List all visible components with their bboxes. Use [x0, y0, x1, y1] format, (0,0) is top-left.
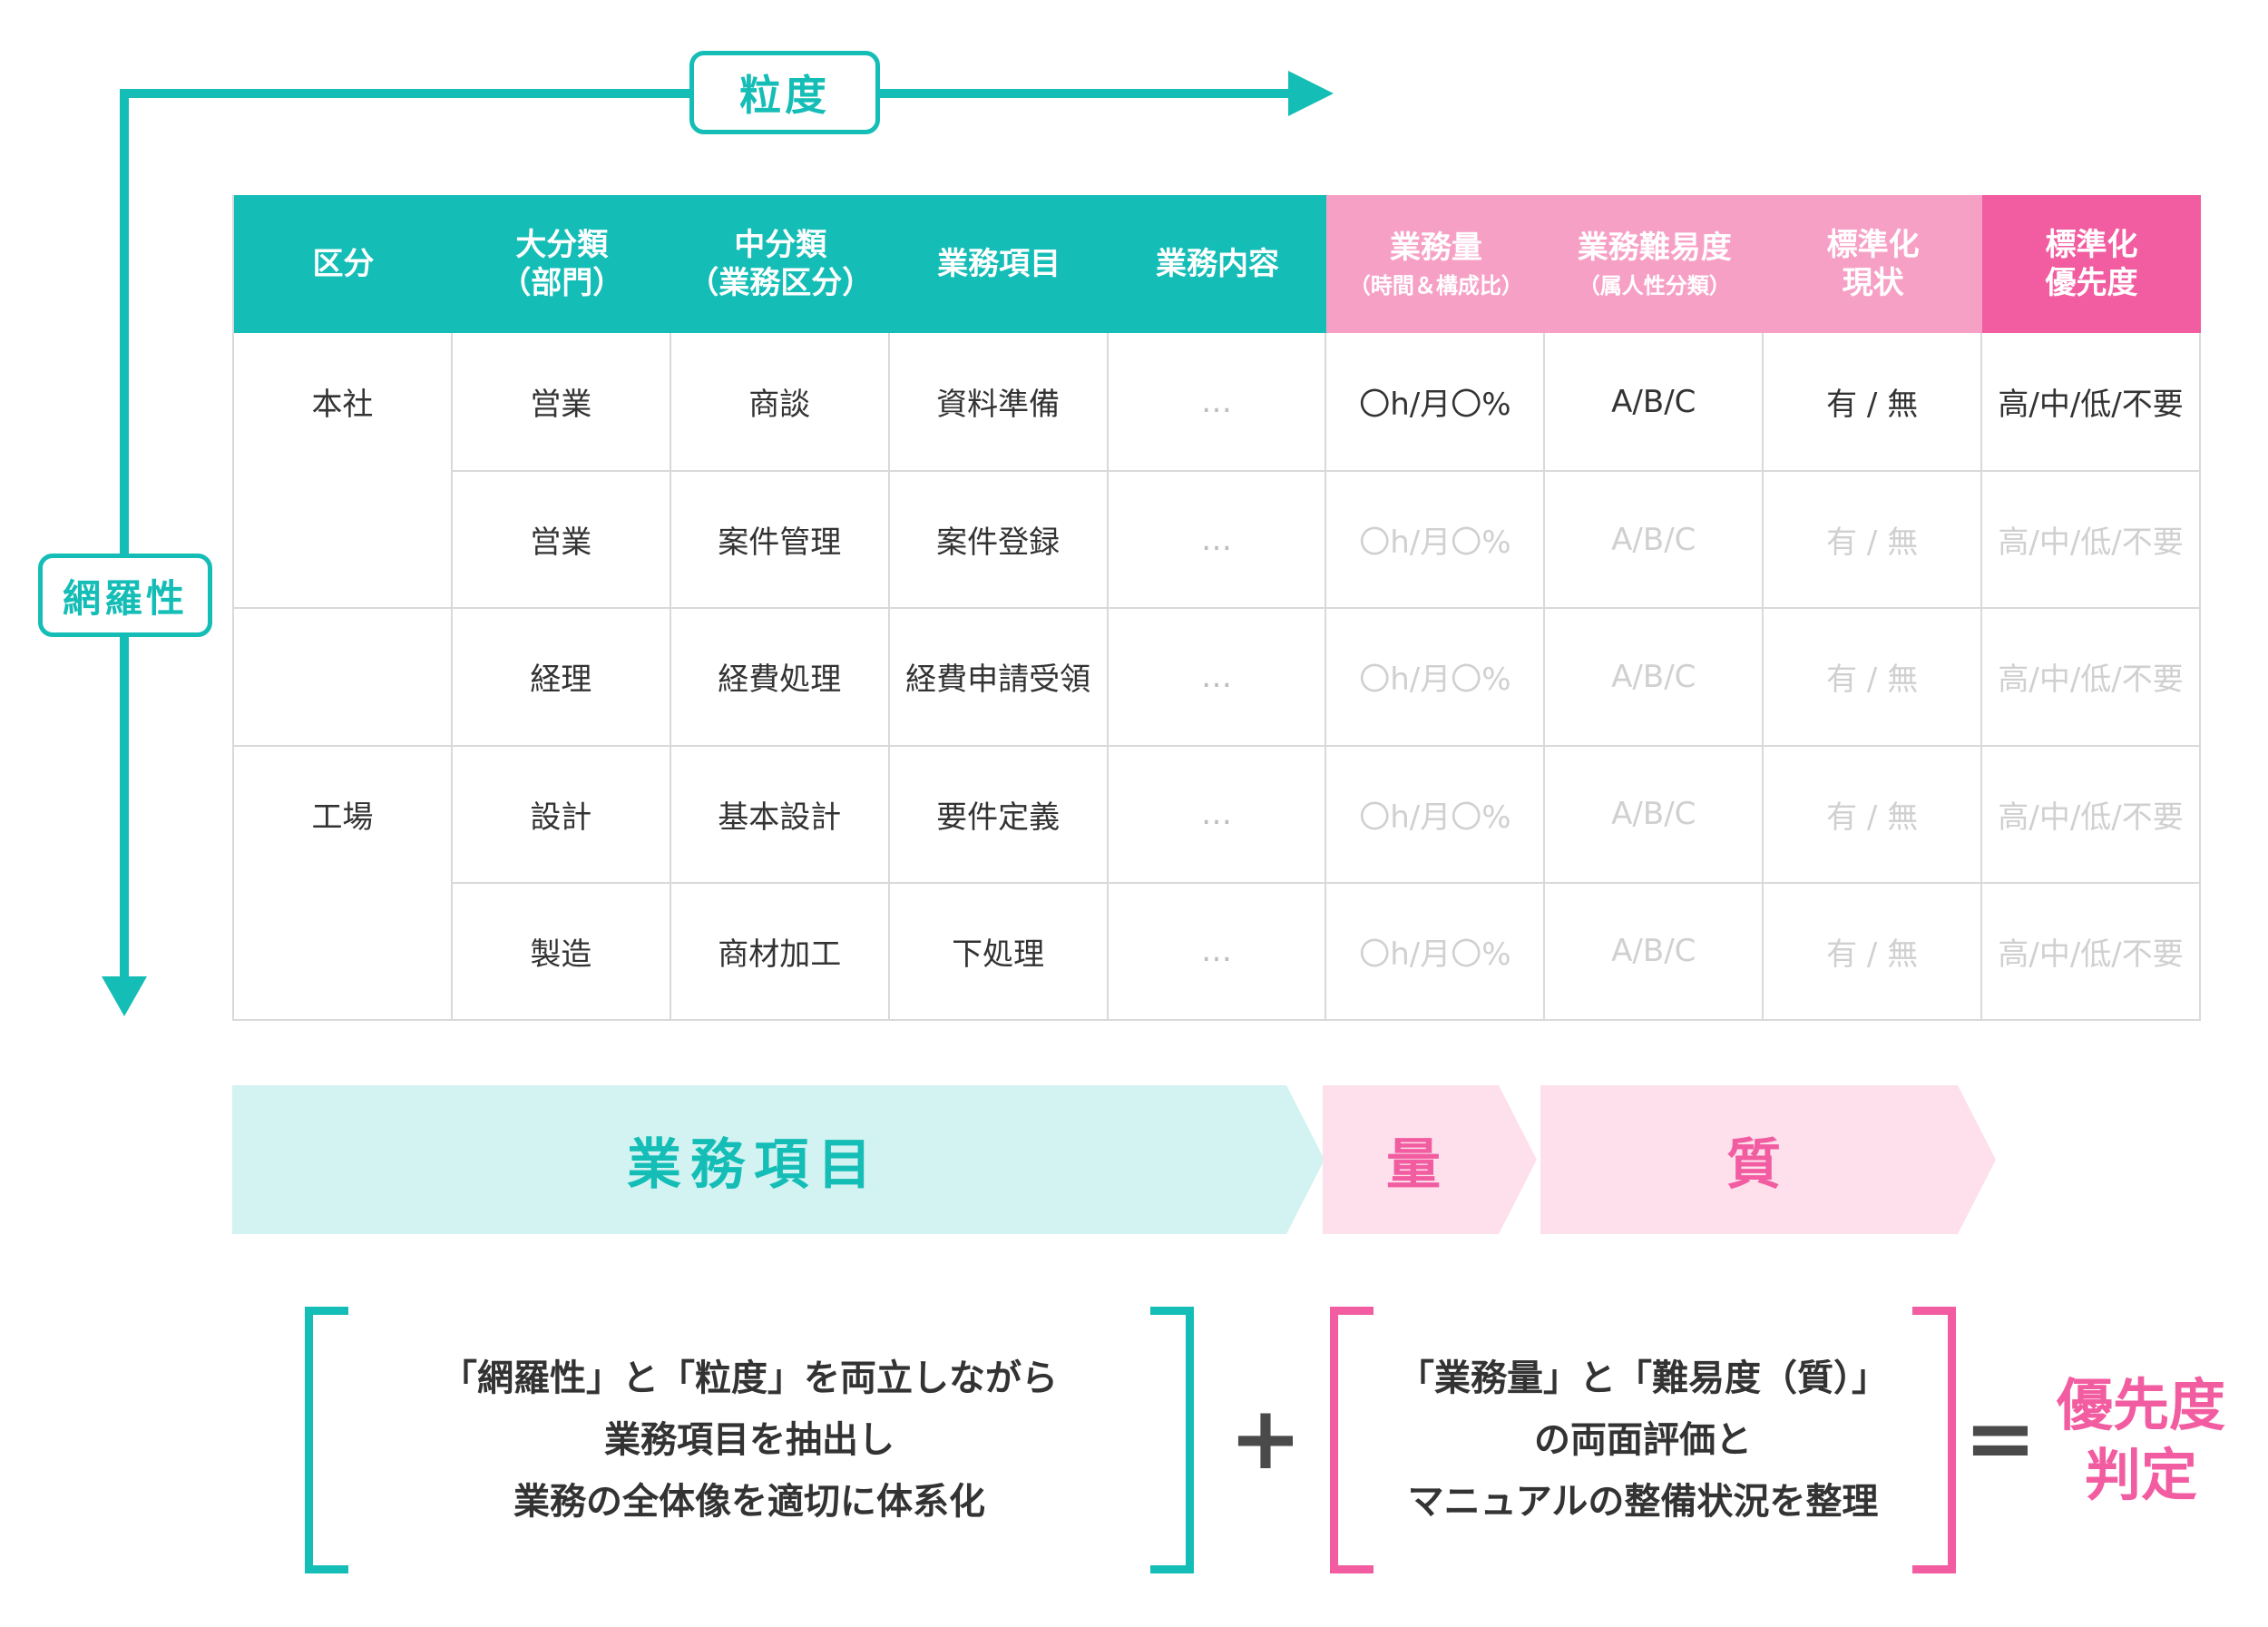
- coverage-granularity-summary: 「網羅性」と「粒度」を両立しながら 業務項目を抽出し 業務の全体像を適切に体系化: [348, 1307, 1150, 1573]
- result-line: 判定: [2084, 1442, 2197, 1508]
- quality-banner-shape: [1540, 1085, 1996, 1234]
- header-category: 区分: [234, 195, 453, 333]
- table-cell: …: [1108, 470, 1327, 608]
- table-cell: A/B/C: [1545, 744, 1765, 882]
- table-cell: …: [1108, 744, 1327, 882]
- table-cell: 基本設計: [670, 744, 890, 882]
- summary-line: 「業務量」と「難易度（質）」: [1398, 1357, 1888, 1399]
- header-sublabel: （属人性分類）: [1578, 273, 1731, 299]
- table-cell: A/B/C: [1545, 333, 1765, 471]
- header-business-content: 業務内容: [1108, 195, 1327, 333]
- table-cell: …: [1108, 881, 1327, 1019]
- header-major-class: 大分類 （部門）: [452, 195, 671, 333]
- table-cell: [234, 607, 453, 745]
- header-difficulty: 業務難易度 （属人性分類）: [1545, 195, 1765, 333]
- header-label: 標準化: [2045, 226, 2138, 263]
- equals-sign: =: [1963, 1387, 2038, 1489]
- left-bracket-open: [305, 1307, 348, 1573]
- business-item-table: 区分 大分類 （部門） 中分類 （業務区分） 業務項目 業務内容 業務量 （時間…: [232, 195, 2201, 1021]
- table-cell: 工場: [234, 744, 453, 882]
- result-line: 優先度: [2056, 1371, 2225, 1438]
- plus-sign: +: [1228, 1387, 1303, 1489]
- header-label: 中分類: [734, 226, 827, 263]
- table-cell: 経費処理: [670, 607, 890, 745]
- header-label: 業務項目: [937, 245, 1061, 282]
- coverage-axis-label: 網羅性: [38, 554, 212, 637]
- table-cell: A/B/C: [1545, 881, 1765, 1019]
- table-cell: 〇h/月〇%: [1326, 607, 1546, 745]
- table-cell: 高/中/低/不要: [1982, 744, 2201, 882]
- table-cell: 営業: [452, 470, 671, 608]
- table-cell: 案件登録: [889, 470, 1109, 608]
- workload-difficulty-summary: 「業務量」と「難易度（質）」 の両面評価と マニュアルの整備状況を整理: [1374, 1307, 1912, 1573]
- table-cell: …: [1108, 607, 1327, 745]
- table-cell: 有 / 無: [1764, 333, 1983, 471]
- header-label: （部門）: [500, 265, 624, 301]
- table-cell: 商材加工: [670, 881, 890, 1019]
- table-cell: 〇h/月〇%: [1326, 470, 1546, 608]
- priority-judgment-result: 優先度 判定: [2032, 1343, 2250, 1537]
- table-cell: 高/中/低/不要: [1982, 881, 2201, 1019]
- header-sublabel: （時間＆構成比）: [1348, 273, 1523, 299]
- table-cell: 経理: [452, 607, 671, 745]
- table-cell: 下処理: [889, 881, 1109, 1019]
- header-business-item: 業務項目: [889, 195, 1109, 333]
- table-cell: 設計: [452, 744, 671, 882]
- quality-banner-label: 質: [1726, 1132, 1790, 1197]
- summary-line: 業務の全体像を適切に体系化: [513, 1481, 985, 1523]
- header-label: 業務難易度: [1577, 229, 1732, 266]
- summary-line: マニュアルの整備状況を整理: [1407, 1481, 1879, 1523]
- granularity-axis-label: 粒度: [689, 51, 880, 134]
- header-standardization-status: 標準化 現状: [1764, 195, 1983, 333]
- table-cell: A/B/C: [1545, 607, 1765, 745]
- summary-line: 業務項目を抽出し: [604, 1419, 894, 1461]
- header-label: 大分類: [515, 226, 609, 263]
- quantity-banner-label: 量: [1386, 1132, 1450, 1197]
- summary-line: 「網羅性」と「粒度」を両立しながら: [441, 1357, 1058, 1399]
- vertical-axis-line: [120, 89, 129, 987]
- table-cell: 有 / 無: [1764, 470, 1983, 608]
- left-bracket-close: [1150, 1307, 1194, 1573]
- header-label: 区分: [312, 245, 375, 282]
- summary-line: の両面評価と: [1534, 1419, 1752, 1461]
- table-cell: 案件管理: [670, 470, 890, 608]
- table-cell: 有 / 無: [1764, 881, 1983, 1019]
- header-workload: 業務量 （時間＆構成比）: [1326, 195, 1546, 333]
- header-label: 業務内容: [1155, 245, 1279, 282]
- header-middle-class: 中分類 （業務区分）: [670, 195, 890, 333]
- table-cell: 高/中/低/不要: [1982, 470, 2201, 608]
- vertical-axis-arrowhead: [102, 976, 147, 1016]
- header-standardization-priority: 標準化 優先度: [1982, 195, 2201, 333]
- table-cell: 〇h/月〇%: [1326, 881, 1546, 1019]
- header-label: （業務区分）: [688, 265, 874, 301]
- header-label: 標準化: [1826, 226, 1920, 263]
- table-cell: 高/中/低/不要: [1982, 333, 2201, 471]
- table-cell: …: [1109, 333, 1327, 471]
- table-cell: 資料準備: [890, 333, 1109, 471]
- right-bracket-open: [1330, 1307, 1374, 1573]
- table-cell: 高/中/低/不要: [1982, 607, 2201, 745]
- table-cell: 要件定義: [889, 744, 1109, 882]
- table-cell: 製造: [452, 881, 671, 1019]
- header-label: 現状: [1842, 265, 1904, 301]
- horizontal-axis-arrowhead: [1288, 71, 1334, 116]
- right-bracket-close: [1912, 1307, 1956, 1573]
- header-label: 優先度: [2045, 265, 2138, 301]
- table-cell: A/B/C: [1545, 470, 1765, 608]
- table-cell: 有 / 無: [1764, 607, 1983, 745]
- table-cell: [234, 470, 453, 608]
- table-cell: 経費申請受領: [889, 607, 1109, 745]
- table-cell: 有 / 無: [1764, 744, 1983, 882]
- table-cell: [234, 881, 453, 1019]
- business-item-banner-shape: [232, 1085, 1325, 1234]
- table-cell: 本社: [234, 333, 453, 471]
- table-cell: 〇h/月〇%: [1326, 744, 1546, 882]
- header-label: 業務量: [1389, 229, 1482, 266]
- table-cell: 商談: [671, 333, 890, 471]
- quantity-banner-shape: [1323, 1085, 1537, 1234]
- table-cell: 営業: [453, 333, 671, 471]
- business-item-banner-label: 業務項目: [627, 1132, 881, 1197]
- table-cell: 〇h/月〇%: [1326, 333, 1546, 471]
